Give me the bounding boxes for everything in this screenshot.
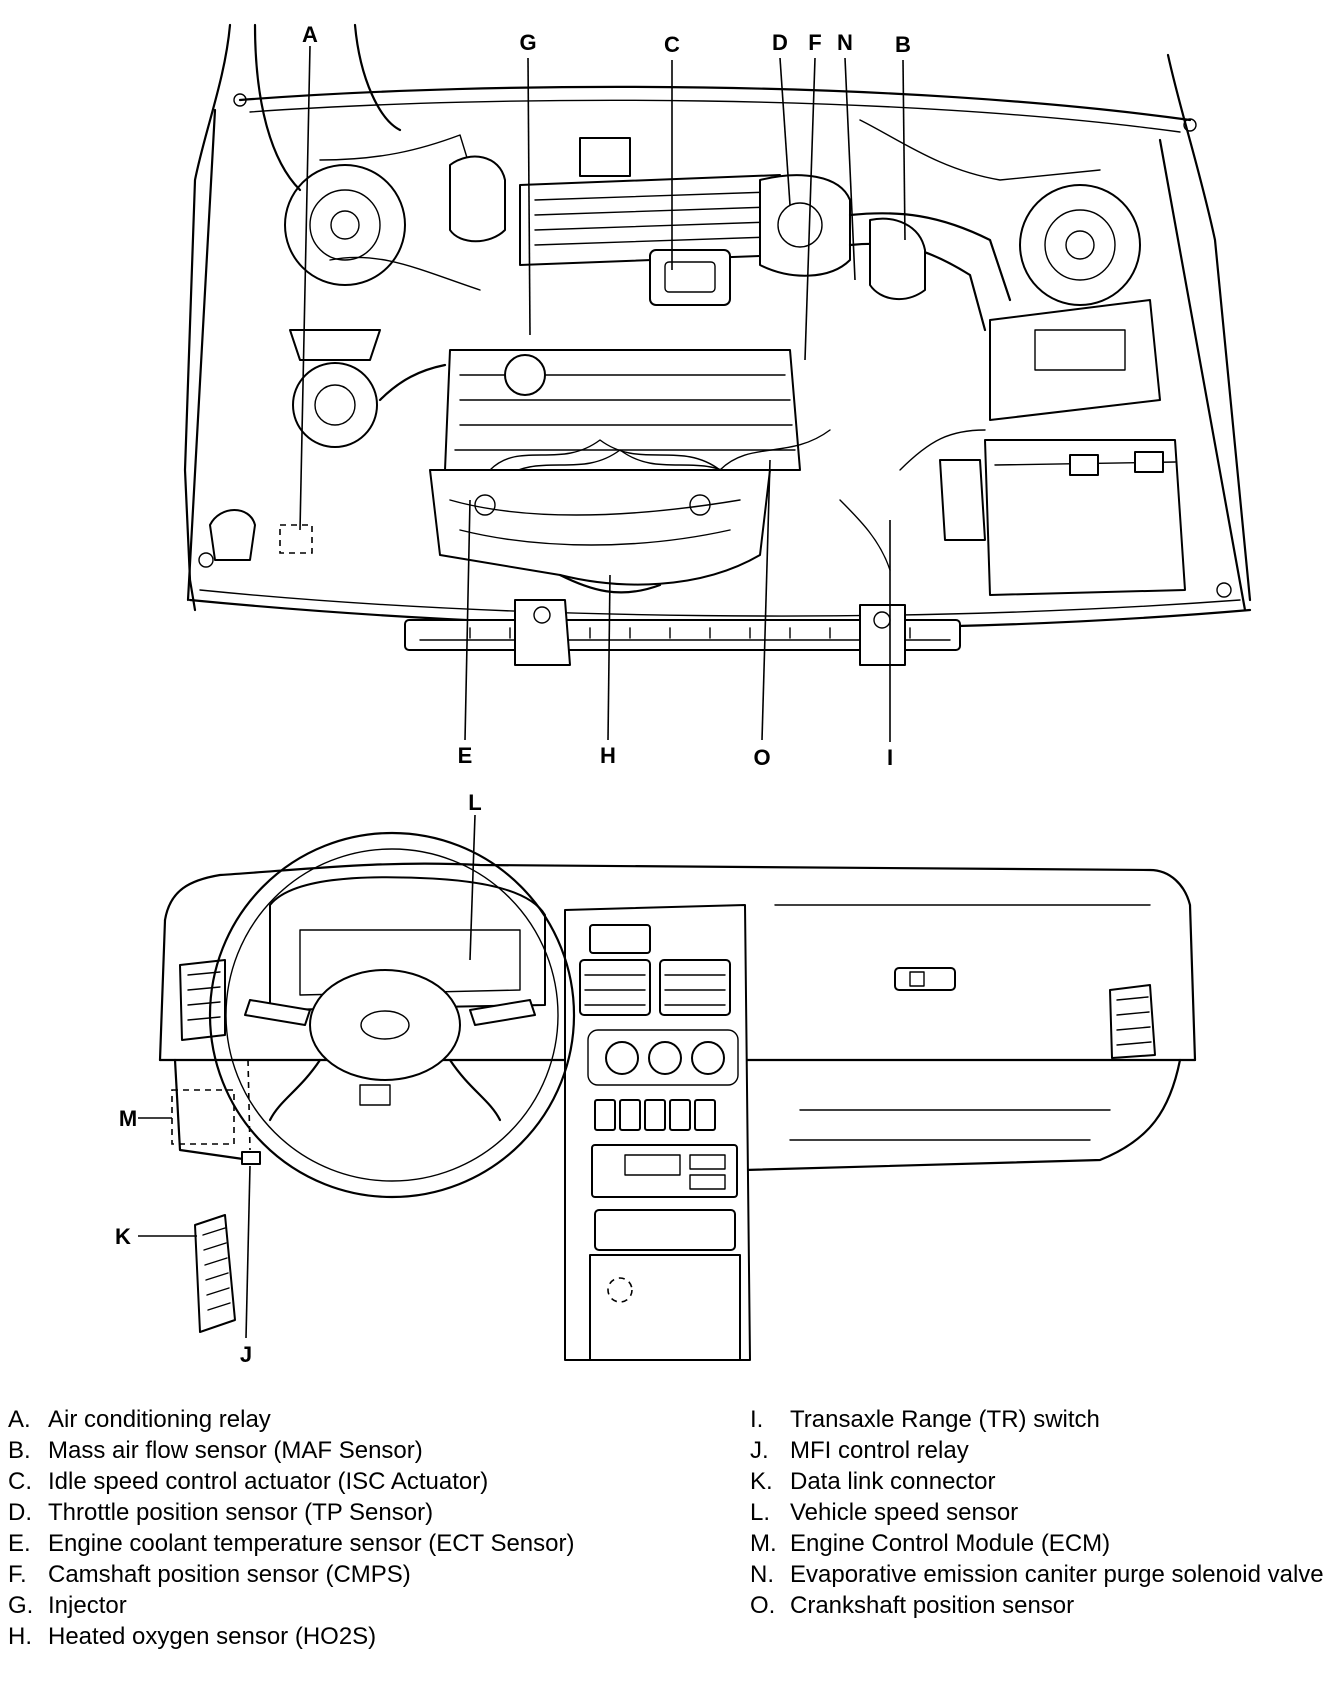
callout-f: F xyxy=(808,30,821,55)
legend-item: H.Heated oxygen sensor (HO2S) xyxy=(8,1623,377,1650)
legend-item: F.Camshaft position sensor (CMPS) xyxy=(8,1561,411,1588)
dashboard-illustration xyxy=(158,831,1197,1361)
callout-c: C xyxy=(664,32,680,57)
legend-item: N.Evaporative emission caniter purge sol… xyxy=(750,1561,1324,1588)
legend-left-column: A.Air conditioning relay B.Mass air flow… xyxy=(8,1404,708,1652)
legend-item: M.Engine Control Module (ECM) xyxy=(750,1530,1111,1557)
legend-item: B.Mass air flow sensor (MAF Sensor) xyxy=(8,1437,423,1464)
callout-g: G xyxy=(519,30,536,55)
callout-d: D xyxy=(772,30,788,55)
callout-o: O xyxy=(753,745,770,770)
legend-item: C.Idle speed control actuator (ISC Actua… xyxy=(8,1468,489,1495)
engine-and-dashboard-diagram: A G C D F N B E H O I L M K J xyxy=(115,22,1252,1367)
callout-a: A xyxy=(302,22,318,47)
legend-item: E.Engine coolant temperature sensor (ECT… xyxy=(8,1530,575,1557)
legend-right-column: I.Transaxle Range (TR) switch J.MFI cont… xyxy=(750,1404,1340,1621)
legend-item: L.Vehicle speed sensor xyxy=(750,1499,1019,1526)
legend-item: A.Air conditioning relay xyxy=(8,1406,271,1433)
legend-item: O.Crankshaft position sensor xyxy=(750,1592,1075,1619)
legend-item: K.Data link connector xyxy=(750,1468,996,1495)
callout-k: K xyxy=(115,1224,131,1249)
legend-item: J.MFI control relay xyxy=(750,1437,969,1464)
callout-m: M xyxy=(119,1106,137,1131)
callout-l: L xyxy=(468,790,481,815)
callout-b: B xyxy=(895,32,911,57)
legend-item: G.Injector xyxy=(8,1592,127,1619)
callout-j: J xyxy=(240,1342,252,1367)
callout-h: H xyxy=(600,743,616,768)
callout-labels: A G C D F N B E H O I L M K J xyxy=(115,22,911,1367)
legend-item: I.Transaxle Range (TR) switch xyxy=(750,1406,1100,1433)
engine-bay-illustration xyxy=(183,23,1252,666)
callout-i: I xyxy=(887,745,893,770)
legend-item: D.Throttle position sensor (TP Sensor) xyxy=(8,1499,434,1526)
callout-n: N xyxy=(837,30,853,55)
callout-e: E xyxy=(458,743,473,768)
callout-leaders xyxy=(138,45,906,1339)
